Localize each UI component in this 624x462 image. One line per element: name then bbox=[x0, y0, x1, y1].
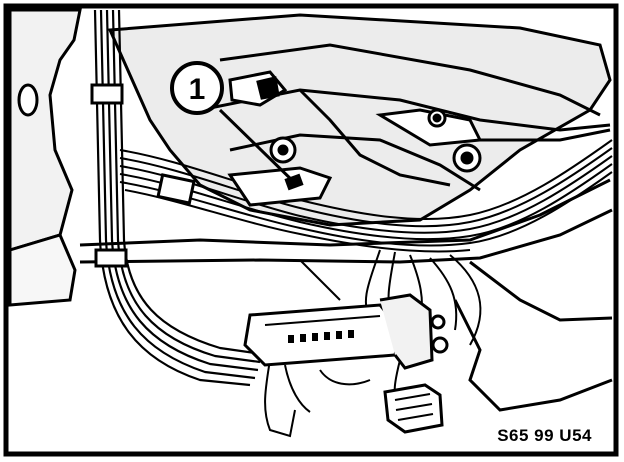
horizontal-wiring-harness bbox=[119, 139, 613, 253]
figure-reference-code: S65 99 U54 bbox=[497, 426, 592, 445]
callout-target-marker bbox=[284, 173, 304, 191]
callout-1: 1 bbox=[170, 61, 304, 191]
callout-circle bbox=[170, 61, 224, 115]
callout-number: 1 bbox=[189, 73, 206, 106]
harness-clip bbox=[156, 173, 196, 205]
left-body-panel bbox=[8, 8, 82, 307]
harness-tape-upper bbox=[90, 83, 124, 105]
connector-pins bbox=[288, 330, 354, 343]
vertical-wiring-harness bbox=[90, 9, 263, 387]
multi-pin-plug-connector bbox=[243, 293, 449, 370]
callout-leader-line bbox=[218, 108, 300, 188]
lower-trim-panel bbox=[79, 178, 613, 412]
mounting-bolts bbox=[256, 76, 482, 173]
small-plug-connector bbox=[383, 383, 444, 434]
harness-tape-lower bbox=[94, 248, 128, 268]
